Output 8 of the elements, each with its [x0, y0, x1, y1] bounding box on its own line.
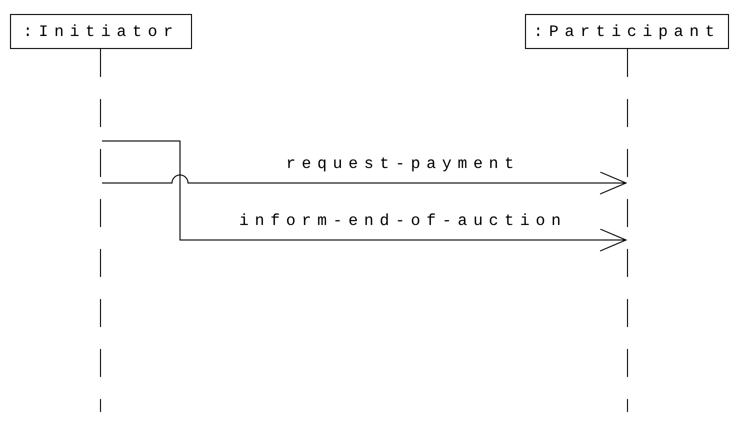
message-arrow [102, 140, 626, 252]
object-box [10, 14, 192, 49]
lifeline [626, 49, 629, 412]
object-box [525, 14, 729, 49]
lifeline [99, 49, 102, 412]
object-name: :Participant [533, 22, 721, 40]
message-arrow [102, 172, 626, 194]
object-name: :Initiator [22, 22, 179, 40]
